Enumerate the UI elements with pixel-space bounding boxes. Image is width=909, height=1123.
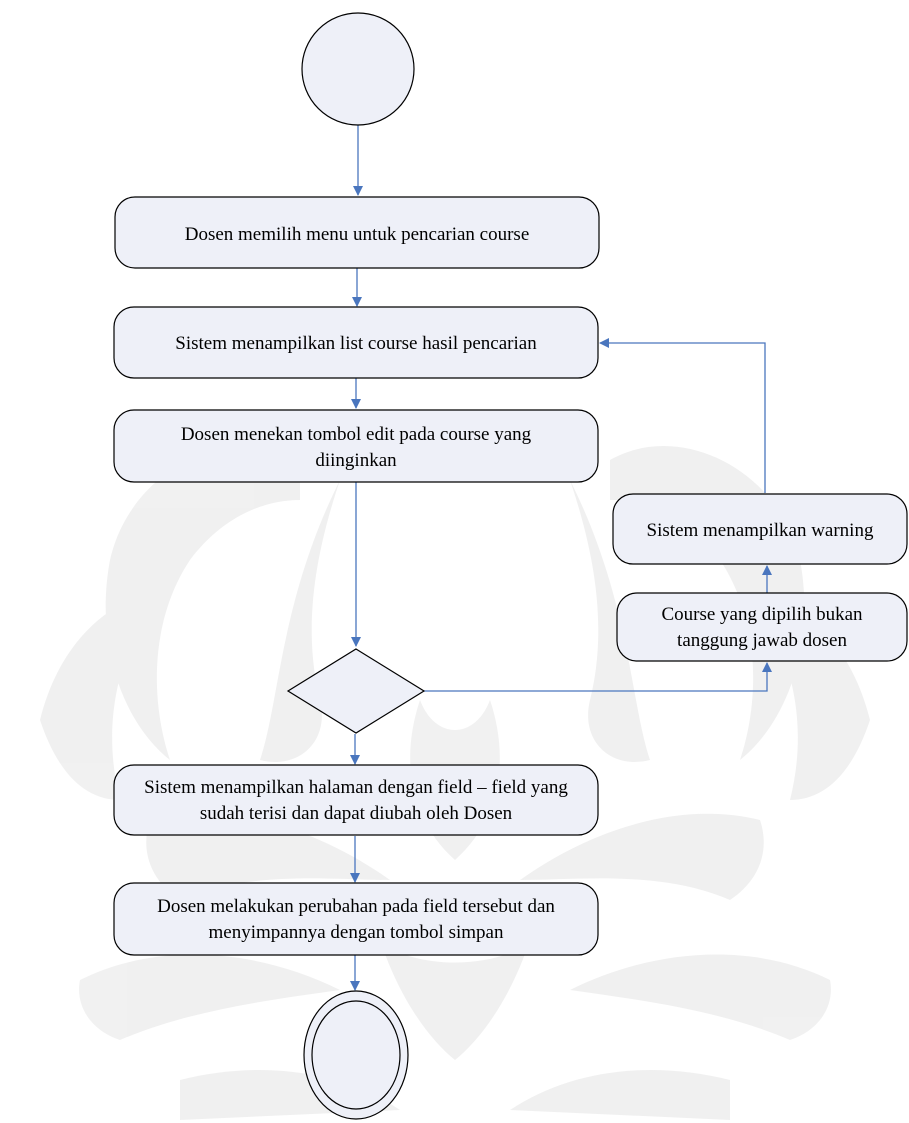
activity-not-responsible-label-line-1: Course yang dipilih bukan [661,604,863,625]
activity-save-changes: Dosen melakukan perubahan pada field ter… [113,882,599,956]
start-node [301,12,415,126]
activity-show-warning: Sistem menampilkan warning [612,493,908,565]
activity-show-form: Sistem menampilkan halaman dengan field … [113,764,599,836]
activity-select-menu: Dosen memilih menu untuk pencarian cours… [114,196,600,269]
flow-decision-to-not-responsible [424,662,772,692]
activity-show-warning-label: Sistem menampilkan warning [647,520,874,541]
activity-press-edit: Dosen menekan tombol edit pada course ya… [113,409,599,483]
activity-show-form-label-line-1: Sistem menampilkan halaman dengan field … [144,777,568,798]
activity-show-list: Sistem menampilkan list course hasil pen… [113,306,599,379]
activity-select-menu-label: Dosen memilih menu untuk pencarian cours… [185,224,530,245]
activity-press-edit-label-line-1: Dosen menekan tombol edit pada course ya… [181,424,532,445]
connectors [350,123,772,991]
activity-show-form-label-line-2: sudah terisi dan dapat diubah oleh Dosen [200,803,513,824]
activity-not-responsible: Course yang dipilih bukan tanggung jawab… [616,592,908,662]
flow-warning-to-show-list [599,338,766,493]
activity-not-responsible-label-line-2: tanggung jawab dosen [677,630,847,651]
activity-press-edit-label-line-2: diinginkan [315,450,397,471]
end-node [303,990,409,1120]
activity-show-list-label: Sistem menampilkan list course hasil pen… [175,333,537,354]
decision-node [286,648,426,734]
activity-save-changes-label-line-1: Dosen melakukan perubahan pada field ter… [157,896,555,917]
activity-save-changes-label-line-2: menyimpannya dengan tombol simpan [209,922,504,943]
